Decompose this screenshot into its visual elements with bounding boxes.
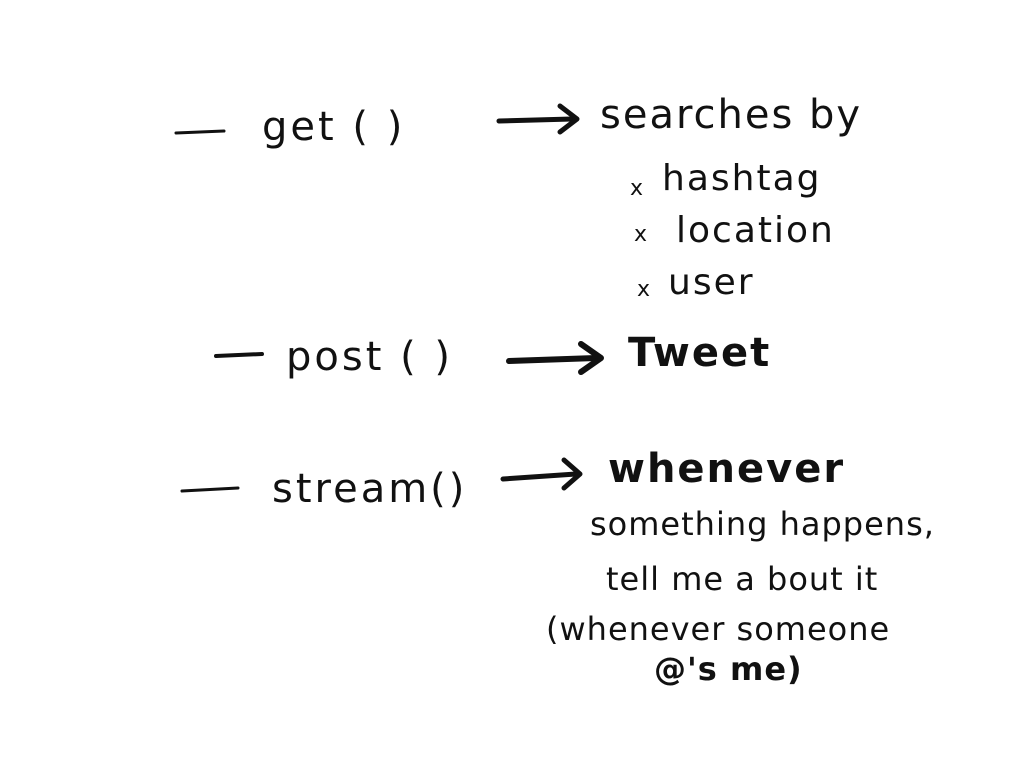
method-stream: stream() <box>272 466 468 512</box>
result-tweet: Tweet <box>628 330 772 376</box>
description-line-4: @'s me) <box>654 650 803 688</box>
description-line-3: (whenever someone <box>546 610 891 648</box>
arrow-stream <box>500 457 583 491</box>
dash-stroke-stream <box>180 486 240 493</box>
dash-stroke-get <box>174 129 226 135</box>
description-line-2: tell me a bout it <box>606 560 879 598</box>
description-line-1: something happens, <box>590 505 935 543</box>
result-whenever: whenever <box>608 446 846 492</box>
arrow-get <box>496 103 580 135</box>
bullet-mark-user: x <box>637 277 652 302</box>
method-get: get ( ) <box>262 104 406 150</box>
arrow-post <box>506 341 604 375</box>
bullet-user: user <box>668 262 755 303</box>
bullet-mark-location: x <box>634 222 649 247</box>
bullet-hashtag: hashtag <box>662 158 822 199</box>
bullet-location: location <box>676 210 835 251</box>
method-post: post ( ) <box>286 334 454 380</box>
dash-stroke-post <box>214 352 264 358</box>
bullet-mark-hashtag: x <box>630 176 645 201</box>
result-searches-by: searches by <box>600 92 863 138</box>
